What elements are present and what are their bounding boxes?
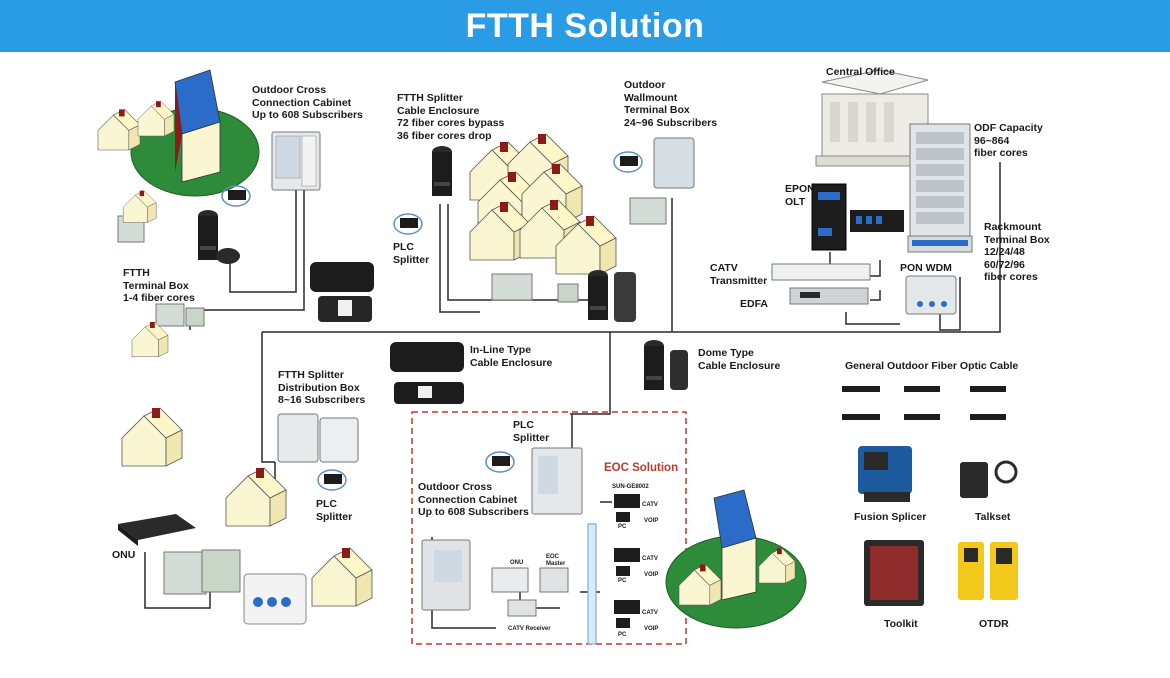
label-dome-cable-enclosure: Dome Type Cable Enclosure [698, 347, 781, 372]
label-fusion-splicer: Fusion Splicer [854, 511, 927, 523]
label-edfa: EDFA [740, 298, 769, 310]
outdoor-cross-cabinet-top-image [271, 131, 321, 191]
dome-enclosures-middle-image [588, 270, 636, 322]
label-eoc-solution: EOC Solution [604, 462, 679, 474]
label-ftth-splitter-enclosure: FTTH Splitter Cable Enclosure 72 fiber c… [397, 92, 505, 142]
label-outdoor-wallmount-box: Outdoor Wallmount Terminal Box 24~96 Sub… [624, 79, 718, 129]
residential-area-middle [469, 133, 617, 303]
outdoor-wallmount-box-image [613, 137, 695, 225]
toolkit-image [864, 540, 924, 606]
label-pon-wdm: PON WDM [900, 262, 952, 274]
label-inline-cable-enclosure: In-Line Type Cable Enclosure [470, 344, 553, 369]
ftth-diagram: Outdoor Cross Connection Cabinet Up to 6… [0, 52, 1170, 678]
label-pc-2: PC [618, 578, 627, 584]
label-catv-3: CATV [642, 610, 658, 616]
label-voip-1: VOIP [644, 518, 659, 524]
eoc-devices-image [421, 447, 640, 645]
label-plc-splitter-eoc: PLC Splitter [513, 419, 550, 444]
diagram-graphics [97, 69, 1018, 645]
eoc-solution-boundary [411, 411, 687, 645]
odf-rack-image [909, 123, 971, 245]
inline-enclosure-middle-image [390, 342, 464, 404]
label-plc-splitter-left: PLC Splitter [316, 498, 353, 523]
label-onu-left: ONU [112, 549, 136, 561]
residential-area-top-left [97, 69, 260, 197]
ftth-terminal-box-images [117, 190, 205, 358]
label-onu-eoc: ONU [510, 560, 524, 566]
label-ftth-terminal-box: FTTH Terminal Box 1-4 fiber cores [123, 267, 195, 304]
rack-equipment-image [850, 210, 973, 253]
label-pc-1: PC [618, 524, 627, 530]
catv-transmitter-image [771, 263, 871, 305]
label-voip-2: VOIP [644, 572, 659, 578]
label-eoc-master: EOC Master [546, 554, 566, 567]
label-general-cable: General Outdoor Fiber Optic Cable [845, 360, 1019, 372]
label-talkset: Talkset [975, 511, 1011, 523]
epon-olt-image [811, 183, 847, 251]
label-epon-olt: EPON OLT [785, 183, 815, 208]
label-pc-3: PC [618, 632, 627, 638]
fiber-cable-samples-image [842, 386, 1006, 420]
dome-enclosure-middle-image [644, 340, 688, 390]
ftth-splitter-enclosure-image [393, 146, 452, 235]
title-banner: FTTH Solution [0, 0, 1170, 52]
page-title: FTTH Solution [465, 6, 705, 45]
fusion-splicer-image [858, 446, 912, 502]
label-central-office: Central Office [826, 66, 895, 78]
residential-area-bottom-right [665, 489, 807, 629]
otdr-image [958, 542, 1018, 600]
inline-enclosure-top-image [310, 262, 374, 322]
label-catv-1: CATV [642, 502, 658, 508]
label-catv-2: CATV [642, 556, 658, 562]
pon-wdm-image [905, 275, 957, 315]
label-catv-transmitter: CATV Transmitter [710, 262, 768, 287]
plc-splitter-top-left-image [198, 185, 251, 264]
onu-and-wall-terminal-image [118, 514, 307, 625]
label-eoc-slave-model: SUN-GE8002 [612, 484, 649, 490]
label-outdoor-cross-cabinet-top: Outdoor Cross Connection Cabinet Up to 6… [252, 84, 363, 121]
label-rackmount-terminal-box: Rackmount Terminal Box 12/24/48 60/72/96… [984, 221, 1050, 283]
label-otdr: OTDR [979, 618, 1009, 630]
label-outdoor-cross-cabinet-eoc: Outdoor Cross Connection Cabinet Up to 6… [418, 481, 529, 518]
label-voip-3: VOIP [644, 626, 659, 632]
residential-area-left [121, 407, 373, 607]
label-toolkit: Toolkit [884, 618, 918, 630]
label-plc-splitter-top: PLC Splitter [393, 241, 430, 266]
label-ftth-splitter-distribution: FTTH Splitter Distribution Box 8~16 Subs… [278, 369, 366, 406]
label-catv-receiver: CATV Receiver [508, 626, 551, 632]
talkset-image [960, 460, 1018, 498]
label-odf-capacity: ODF Capacity 96~864 fiber cores [974, 122, 1043, 159]
